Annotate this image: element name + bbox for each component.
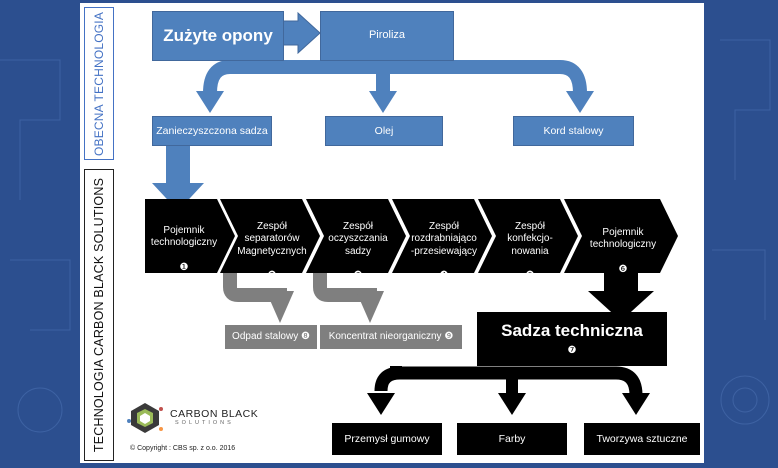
current-technology-side-label: OBECNA TECHNOLOGIA xyxy=(84,7,114,160)
stage-name: Pojemnik technologiczny xyxy=(589,227,657,251)
diagram-slide: OBECNA TECHNOLOGIA TECHNOLOGIA CARBON BL… xyxy=(80,3,704,463)
waste-label: Odpad stalowy ❽ xyxy=(232,331,310,342)
stage-label-1: Pojemnik technologiczny ❶ xyxy=(138,213,230,274)
stage-chevron-2 xyxy=(220,199,320,273)
stage-name: Zespół separatorów Magnetycznych xyxy=(237,221,307,257)
arrow-sadza-to-container xyxy=(152,145,204,211)
stage-number: ❻ xyxy=(618,263,628,275)
stage-name: Pojemnik technologiczny xyxy=(150,225,218,249)
product-label: Olej xyxy=(374,124,394,137)
application-plastics-box: Tworzywa sztuczne xyxy=(584,423,700,455)
stage-label-3: Zespół oczyszczania sadzy ❸ xyxy=(316,209,400,282)
stage-label-6: Pojemnik technologiczny ❻ xyxy=(576,215,670,276)
stage-number: ❷ xyxy=(267,269,277,281)
stage-chevron-6 xyxy=(564,199,678,273)
product-label: Zanieczyszczona sadza xyxy=(156,124,268,137)
carbon-black-box: Sadza techniczna ❼ xyxy=(477,312,667,366)
product-steel-cord: Kord stalowy xyxy=(513,116,634,146)
used-tires-box: Zużyte opony xyxy=(152,11,284,61)
product-oil: Olej xyxy=(325,116,443,146)
application-rubber-box: Przemysł gumowy xyxy=(332,423,442,455)
copyright-text: © Copyright : CBS sp. z o.o. 2016 xyxy=(130,445,236,452)
stage-chevron-1 xyxy=(145,199,235,273)
application-label: Przemysł gumowy xyxy=(344,432,430,445)
stage-name: Zespół konfekcjo- nowania xyxy=(507,221,553,257)
application-paints-box: Farby xyxy=(457,423,567,455)
stage-chevron-3 xyxy=(306,199,406,273)
stage-chevron-4 xyxy=(392,199,492,273)
carbon-black-logo-icon xyxy=(127,403,163,433)
arrow-to-olej xyxy=(369,91,397,113)
arrow-tires-to-pyrolysis xyxy=(281,11,321,55)
logo-text-primary: CARBON BLACK xyxy=(170,408,259,420)
arrow-to-steel-waste xyxy=(223,273,276,302)
logo-text-secondary: SOLUTIONS xyxy=(175,420,234,426)
waste-steel-box: Odpad stalowy ❽ xyxy=(225,325,317,349)
used-tires-text: Zużyte opony xyxy=(163,25,273,45)
application-label: Farby xyxy=(498,432,526,445)
arrow-to-plastics xyxy=(622,393,650,415)
stage-number: ❸ xyxy=(353,269,363,281)
pyrolysis-text: Piroliza xyxy=(368,29,406,42)
cbs-technology-side-label: TECHNOLOGIA CARBON BLACK SOLUTIONS xyxy=(84,169,114,461)
carbon-black-number: ❼ xyxy=(567,345,577,357)
application-label: Tworzywa sztuczne xyxy=(596,432,688,445)
arrow-to-rubber xyxy=(367,393,395,415)
stage-number: ❶ xyxy=(179,261,189,273)
product-contaminated-soot: Zanieczyszczona sadza xyxy=(152,116,272,146)
branch-bar xyxy=(203,60,587,94)
arrow-to-sadza xyxy=(196,91,224,113)
stage-label-4: Zespół rozdrabniająco -przesiewający ❹ xyxy=(402,209,486,282)
stage-label-5: Zespół konfekcjo- nowania ❺ xyxy=(488,209,572,282)
arrow-to-kord xyxy=(566,91,594,113)
stage-chevrons xyxy=(145,199,678,273)
stage-name: Zespół oczyszczania sadzy xyxy=(328,221,388,257)
stage-number: ❹ xyxy=(439,269,449,281)
stage-chevron-5 xyxy=(478,199,578,273)
arrow-to-inorganic-waste xyxy=(313,273,366,302)
pyrolysis-box: Piroliza xyxy=(320,11,454,61)
arrow-to-carbon-black xyxy=(588,273,654,321)
stage-label-2: Zespół separatorów Magnetycznych ❷ xyxy=(230,209,314,282)
diagram-arrows xyxy=(145,11,678,415)
product-label: Kord stalowy xyxy=(543,124,604,137)
waste-label: Koncentrat nieorganiczny ❾ xyxy=(328,331,454,342)
arrow-to-paints xyxy=(498,393,526,415)
stage-name: Zespół rozdrabniająco -przesiewający xyxy=(410,221,478,257)
carbon-black-text: Sadza techniczna xyxy=(501,320,643,340)
stage-number: ❺ xyxy=(525,269,535,281)
waste-inorganic-box: Koncentrat nieorganiczny ❾ xyxy=(320,325,462,349)
